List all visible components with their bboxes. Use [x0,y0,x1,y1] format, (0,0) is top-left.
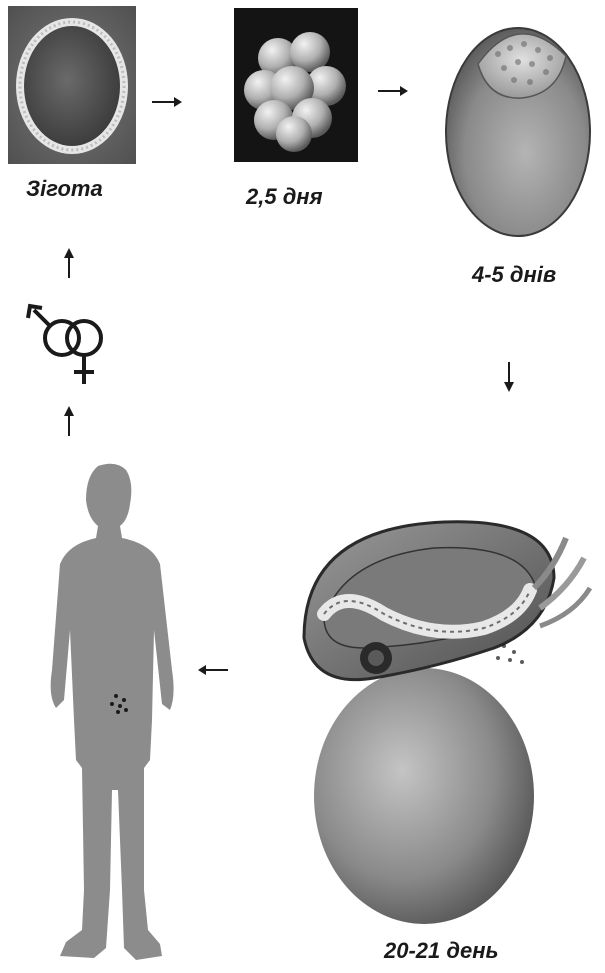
cleavage-image [234,8,358,162]
arrow-left-icon [196,663,230,677]
blastocyst-image [438,14,598,244]
male-female-symbol-icon [22,300,112,392]
human-silhouette-image [40,460,190,970]
day-4-5-label: 4-5 днів [472,262,556,288]
zygote-image [8,6,136,164]
arrow-right-icon [376,84,410,98]
zygote-label: Зігота [26,176,103,202]
arrow-right-icon [150,95,184,109]
arrow-up-icon [62,404,76,438]
day-20-21-label: 20-21 день [384,938,499,964]
arrow-down-icon [502,360,516,394]
embryo-image [284,518,594,928]
day-2-5-label: 2,5 дня [246,184,323,210]
arrow-up-icon [62,246,76,280]
